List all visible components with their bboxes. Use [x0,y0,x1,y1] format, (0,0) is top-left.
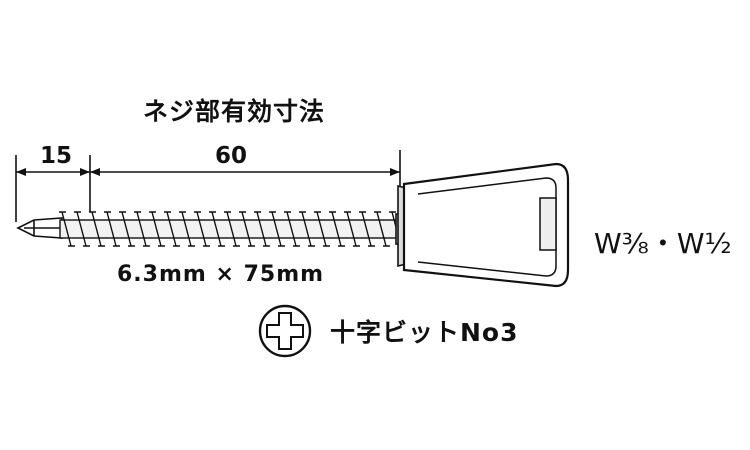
drill-point [16,217,63,239]
phillips-cross-icon [258,304,312,358]
drill-point-dimension: 15 [40,143,73,169]
thread-length-label: ネジ部有効寸法 [143,97,326,126]
screw-size-label: 6.3mm × 75mm [117,262,325,287]
bit-type-label: 十字ビットNo3 [330,318,519,347]
bit-socket [402,162,570,288]
dimension-lines [15,150,401,222]
threaded-shank [59,211,405,247]
washer-size-label: W⅜・W½ [594,227,732,260]
thread-dimension: 60 [215,143,248,169]
